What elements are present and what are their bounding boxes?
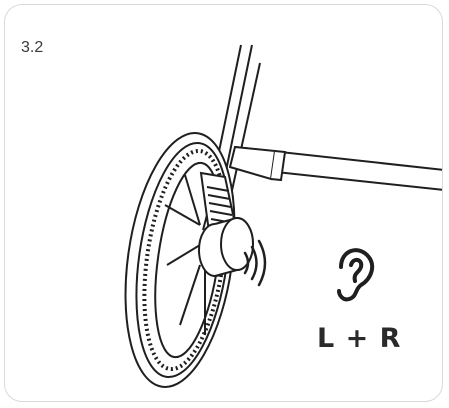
frame-tubes [209, 44, 442, 196]
sound-waves-icon [243, 239, 267, 287]
stroller-wheel-illustration [124, 44, 442, 388]
ear-icon [337, 248, 375, 302]
step-number: 3.2 [21, 39, 44, 56]
instruction-panel: 3.2 L + R [4, 4, 443, 402]
sides-label: L + R [317, 323, 402, 354]
brake-mechanism [198, 171, 254, 277]
